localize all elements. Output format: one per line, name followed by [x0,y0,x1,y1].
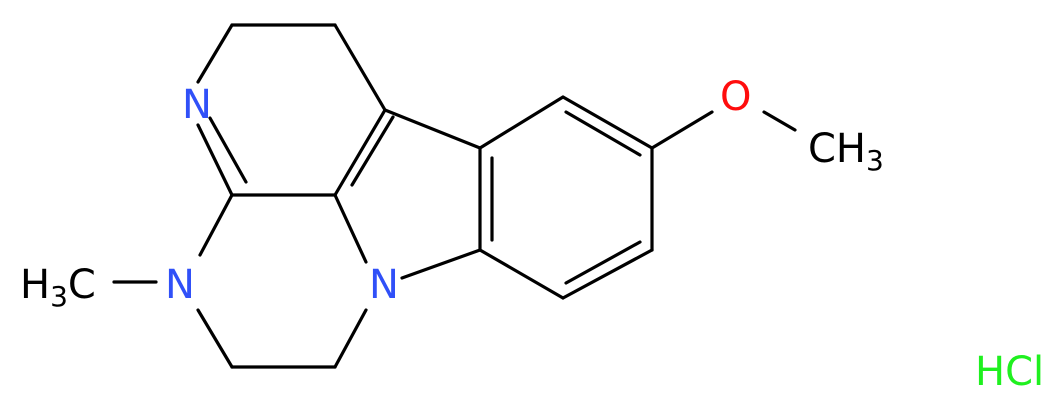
indole-nitrogen-label: N [369,262,399,308]
bond [350,115,395,187]
bond [208,116,248,184]
bond [400,248,482,280]
methyl-nitrogen-label: N [165,262,195,308]
bond [198,193,234,257]
bond [383,108,482,150]
bond [650,110,714,150]
bonds [112,23,797,369]
bond [196,308,234,369]
methoxy-ch: CH [808,126,866,172]
bond [333,108,387,197]
bond [333,193,368,264]
oxygen-label: O [720,74,751,120]
bond [564,110,642,157]
bond [478,95,565,150]
bond [196,23,234,84]
n-methyl-group-label: H3C [20,262,96,313]
n-methyl-c: C [68,262,96,308]
n-methyl-subscript: 3 [50,280,68,313]
imine-nitrogen-label: N [182,82,212,128]
bond [564,240,642,285]
bond [333,308,368,369]
methoxy-methyl-label: CH3 [808,126,884,177]
bond [561,95,654,150]
hcl-salt-label: HCl [975,349,1044,395]
bond [196,123,234,197]
bond [333,23,387,112]
n-methyl-h: H [20,262,50,308]
bond [561,248,654,300]
bond [762,110,797,132]
bond [478,248,565,300]
methoxy-subscript: 3 [866,144,884,177]
